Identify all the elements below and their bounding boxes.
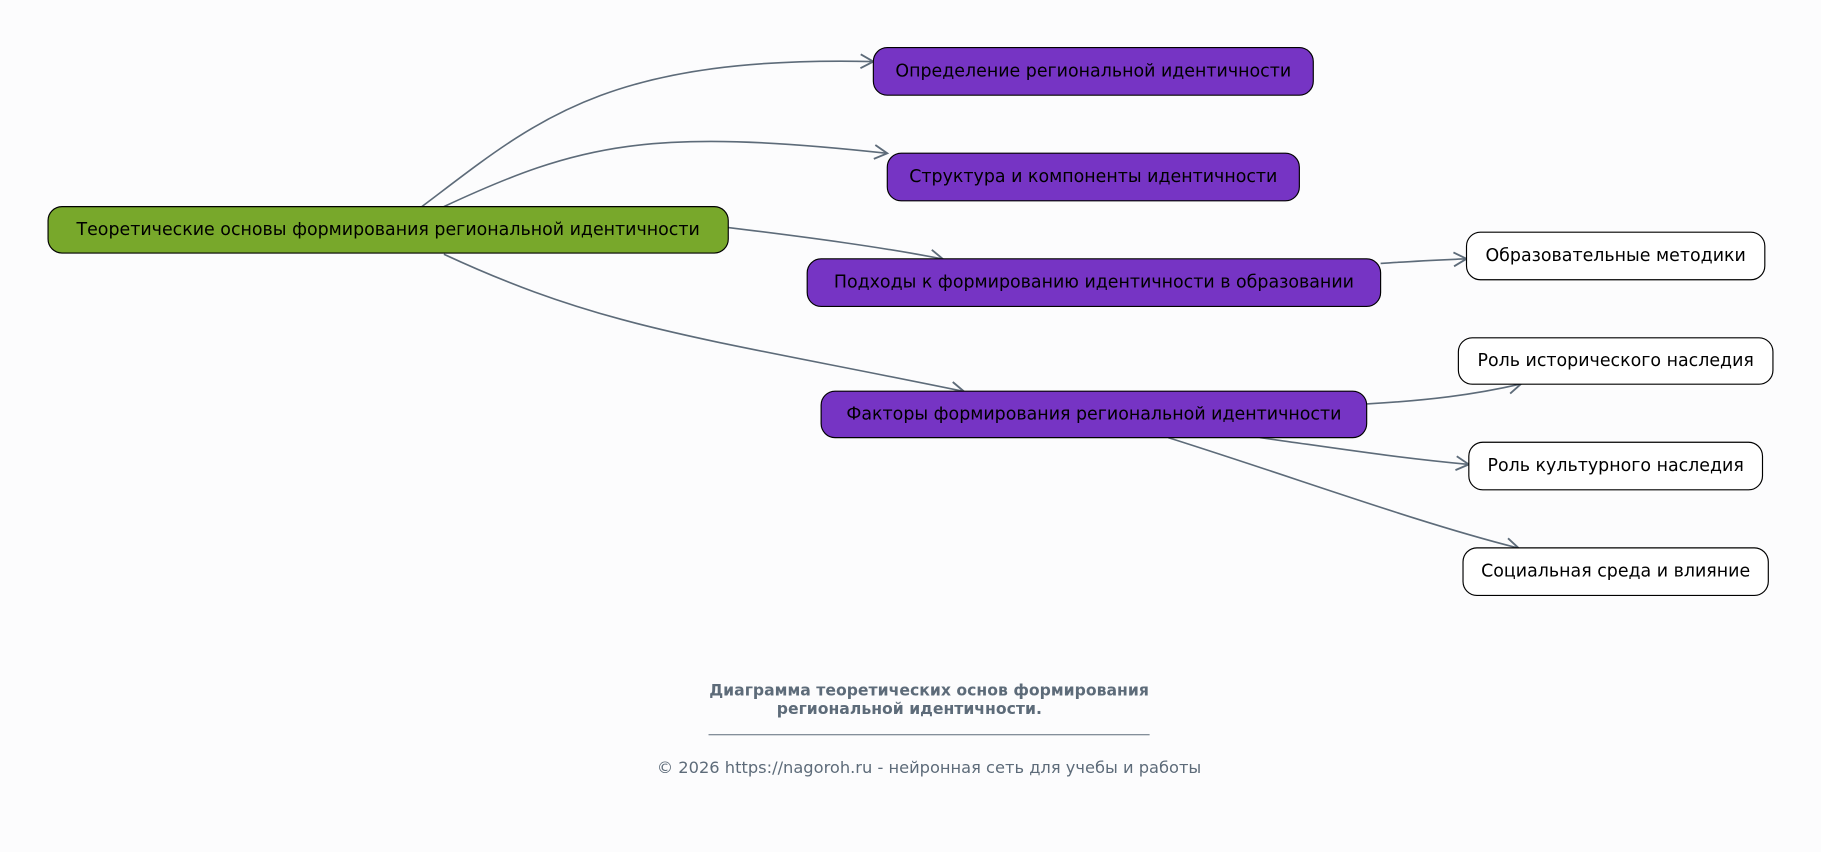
section-label: Подходы к формированию идентичности в об… xyxy=(834,273,1354,293)
caption-line-1: Диаграмма теоретических основ формирован… xyxy=(709,680,1149,699)
footer-copyright: © 2026 https://nagoroh.ru - нейронная се… xyxy=(657,758,1201,777)
leaf-node-methods[interactable]: Образовательные методики xyxy=(1465,231,1766,281)
leaf-label: Роль исторического наследия xyxy=(1477,351,1753,371)
root-node-label: Теоретические основы формирования регион… xyxy=(75,220,699,240)
edge-factors-to-historical xyxy=(1366,379,1523,405)
leaf-node-social[interactable]: Социальная среда и влияние xyxy=(1462,547,1769,597)
edges xyxy=(421,53,1523,553)
section-label: Структура и компоненты идентичности xyxy=(909,167,1277,187)
section-node-factors[interactable]: Факторы формирования региональной иденти… xyxy=(820,390,1368,439)
section-node-definition[interactable]: Определение региональной идентичности xyxy=(872,47,1314,96)
edge-factors-to-social xyxy=(1167,436,1521,553)
caption-line-2: региональной идентичности. xyxy=(777,699,1042,718)
section-label: Определение региональной идентичности xyxy=(895,61,1291,81)
edge-root-to-approaches xyxy=(728,226,945,265)
section-label: Факторы формирования региональной иденти… xyxy=(846,404,1341,424)
edge-root-to-structure xyxy=(443,140,890,208)
leaf-label: Социальная среда и влияние xyxy=(1481,562,1750,582)
section-node-approaches[interactable]: Подходы к формированию идентичности в об… xyxy=(806,258,1382,308)
section-node-structure[interactable]: Структура и компоненты идентичности xyxy=(886,152,1300,202)
edge-approaches-to-methods xyxy=(1380,251,1469,268)
edge-factors-to-cultural xyxy=(1259,436,1471,472)
edge-root-to-factors xyxy=(443,253,966,397)
edge-root-to-definition xyxy=(421,53,876,208)
leaf-label: Образовательные методики xyxy=(1485,246,1745,266)
leaf-node-cultural[interactable]: Роль культурного наследия xyxy=(1468,441,1764,491)
root-node[interactable]: Теоретические основы формирования регион… xyxy=(47,206,729,254)
leaf-node-historical[interactable]: Роль исторического наследия xyxy=(1457,337,1774,385)
leaf-label: Роль культурного наследия xyxy=(1487,456,1743,476)
